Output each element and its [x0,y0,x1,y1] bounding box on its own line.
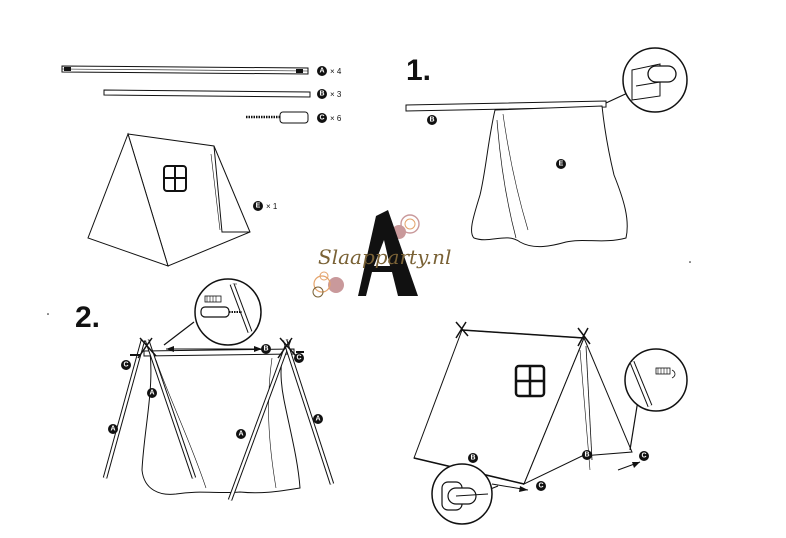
logo-text: Slaapparty.nl [318,245,451,269]
step-3-badge-b-front-letter: B [470,455,475,462]
step-2-badge-a-3-letter: A [238,431,243,438]
step-2-number: 2. [75,301,100,334]
step-2-badge-b [261,344,271,354]
step-1-badge-b [427,115,437,125]
pole-a-illustration [61,65,309,75]
part-badge-e [253,201,263,211]
step-3-badge-b-side-letter: B [584,452,589,459]
connector-c-illustration [246,111,309,124]
step-2-badge-a-4 [313,414,323,424]
step-2-badge-c-right [294,353,304,363]
step-3-assembled-tent: B B C C [413,321,688,525]
logo-dot-rose-2 [328,277,344,293]
step-2-badge-a-4-letter: A [315,416,320,423]
step-2-badge-a-3 [236,429,246,439]
step-3-detail-callout-right [624,348,688,451]
step-3-badge-b-front [468,453,478,463]
step-1-badge-e-letter: E [559,161,564,168]
step-1-number: 1. [406,54,431,87]
step-1-badge-b-letter: B [429,117,434,124]
step-2-badge-a-1 [147,388,157,398]
step-3-badge-c-side-letter: C [641,453,646,460]
step-2-fabric [141,351,301,495]
step-1-fabric [471,105,628,248]
step-3-badge-c-side [639,451,649,461]
step-2-badge-a-1-letter: A [149,390,154,397]
step-1: 1. B E [405,47,688,248]
part-badge-c [317,113,327,123]
logo-monogram [358,210,418,296]
part-badge-a-letter: A [319,68,324,75]
part-badge-a [317,66,327,76]
part-qty-b: × 3 [330,90,342,99]
step-2-detail-callout [163,278,262,346]
step-2-badge-a-2-letter: A [110,426,115,433]
part-qty-e: × 1 [266,202,278,211]
step-1-pole [405,100,607,112]
part-badge-e-letter: E [256,203,261,210]
part-badge-c-letter: C [319,115,324,122]
step-3-detail-callout-left [431,463,499,525]
part-badge-b [317,89,327,99]
step-1-detail-callout [605,47,688,113]
step-2-badge-c-left [121,360,131,370]
tent-fabric-e-illustration [87,132,251,267]
step-2: 2. C C B A A A A [75,278,335,501]
step-3-badge-b-side [582,450,592,460]
part-qty-a: × 4 [330,67,342,76]
step-3-badge-c-front [536,481,546,491]
pole-b-illustration [103,89,311,98]
part-badge-b-letter: B [319,91,324,98]
step-2-badge-c-left-letter: C [123,362,128,369]
step-3-badge-c-front-letter: C [538,483,543,490]
step-2-badge-b-letter: B [263,346,268,353]
step-2-badge-a-2 [108,424,118,434]
parts-list: A × 4 B × 3 C × 6 E × 1 [61,65,342,267]
step-1-badge-e [556,159,566,169]
tent-side-panel [523,336,633,486]
part-qty-c: × 6 [330,114,342,123]
step-2-badge-c-right-letter: C [296,355,301,362]
slaapparty-logo: Slaapparty.nl [312,210,451,298]
